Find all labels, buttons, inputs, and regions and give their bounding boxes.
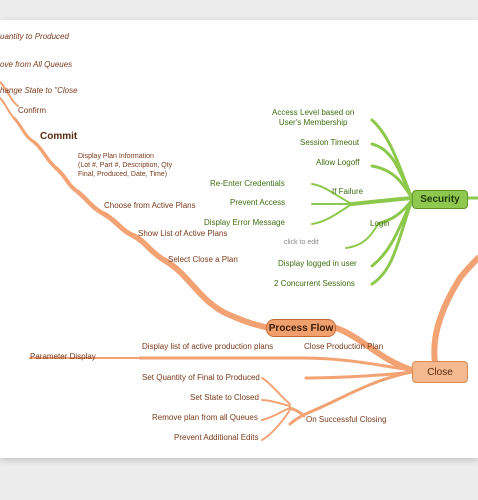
prevent-access-label: Prevent Access: [230, 198, 286, 207]
process-flow-node[interactable]: Process Flow: [266, 319, 336, 337]
parameter-display-label: Parameter Display: [30, 352, 96, 361]
select-close-label: Select Close a Plan: [168, 255, 238, 264]
change-state-label: hange State to "Close: [0, 86, 78, 95]
set-quantity-label: Set Quantity of Final to Produced: [142, 373, 260, 382]
close-node[interactable]: Close: [412, 361, 468, 383]
branch-connectors: [0, 81, 478, 441]
confirm-label: Confirm: [18, 106, 47, 115]
allow-logoff-label: Allow Logoff: [316, 158, 360, 167]
choose-active-plans-label: Choose from Active Plans: [104, 201, 196, 210]
close-production-plan-label: Close Production Plan: [304, 342, 384, 351]
display-logged-user-label: Display logged in user: [278, 259, 357, 268]
click-to-edit-label[interactable]: click to edit: [284, 239, 319, 246]
display-active-plans-label: Display list of active production plans: [142, 342, 274, 351]
remove-plan-label: Remove plan from all Queues: [152, 413, 258, 422]
display-error-label: Display Error Message: [204, 218, 285, 227]
session-timeout-label: Session Timeout: [300, 138, 360, 147]
security-node[interactable]: Security: [412, 190, 468, 209]
reenter-credentials-label: Re-Enter Credentials: [210, 179, 285, 188]
display-plan-info-label: Display Plan Information (Lot #, Part #,…: [78, 153, 173, 178]
if-failure-label: If Failure: [332, 187, 364, 196]
access-level-label: Access Level based on User's Membership: [272, 108, 355, 127]
prevent-edits-label: Prevent Additional Edits: [174, 433, 259, 442]
login-label: Login: [370, 219, 390, 228]
quantity-label: uantity to Produced: [0, 32, 69, 41]
set-state-label: Set State to Closed: [190, 393, 259, 402]
mind-map-canvas: uantity to Produced ove from All Queues …: [0, 20, 478, 458]
remove-queues-label: ove from All Queues: [0, 60, 73, 69]
concurrent-sessions-label: 2 Concurrent Sessions: [274, 279, 355, 288]
show-list-label: Show List of Active Plans: [138, 229, 228, 238]
on-successful-closing-label: On Successful Closing: [306, 415, 387, 424]
commit-label: Commit: [40, 131, 78, 142]
